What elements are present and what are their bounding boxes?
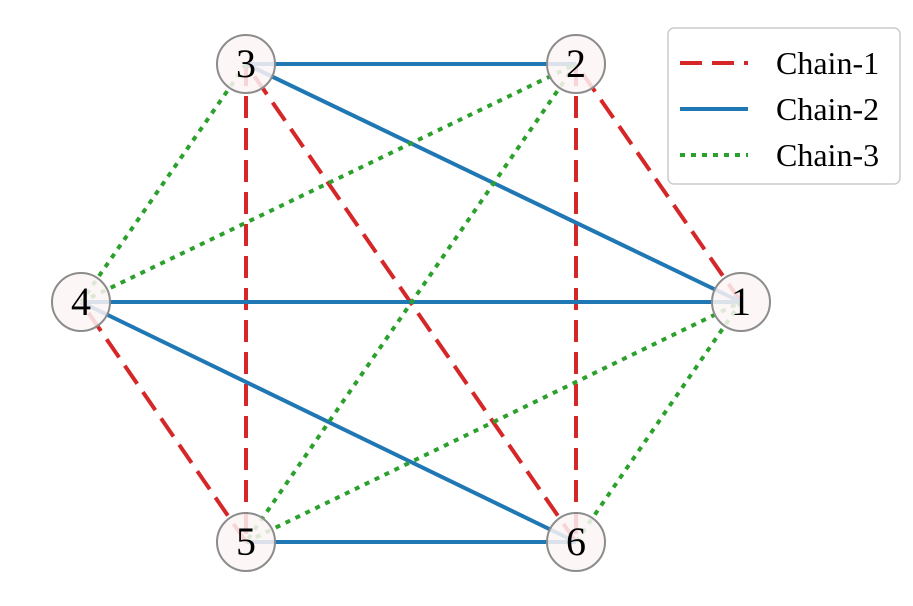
node-label: 3 [236,41,256,86]
node-4: 4 [51,272,111,332]
edge-chain-3-1-6 [574,300,743,544]
edge-chain-3-3-4 [79,62,248,304]
legend-label-chain-3: Chain-3 [776,137,879,173]
edge-chain-3-4-2 [80,62,577,304]
node-6: 6 [546,512,606,572]
node-label: 4 [71,279,91,324]
node-circle [216,512,276,572]
legend-label-chain-2: Chain-2 [776,91,879,127]
edges-layer [79,62,743,544]
node-label: 1 [731,279,751,324]
node-3: 3 [216,34,276,94]
nodes-layer: 1 2 3 4 5 6 [51,34,771,572]
node-circle [711,272,771,332]
edge-chain-3-5-1 [245,300,742,544]
edge-chain-1-1-2 [574,62,743,304]
node-1: 1 [711,272,771,332]
node-label: 6 [566,519,586,564]
edge-chain-3-2-5 [244,62,578,544]
node-5: 5 [216,512,276,572]
node-circle [216,34,276,94]
node-2: 2 [546,34,606,94]
edge-chain-1-5-4 [79,300,248,544]
legend-label-chain-1: Chain-1 [776,45,879,81]
node-circle [546,34,606,94]
node-label: 2 [566,41,586,86]
node-circle [546,512,606,572]
legend-box [667,27,901,185]
node-label: 5 [236,519,256,564]
node-circle [51,272,111,332]
edge-chain-2-4-6 [80,300,577,544]
